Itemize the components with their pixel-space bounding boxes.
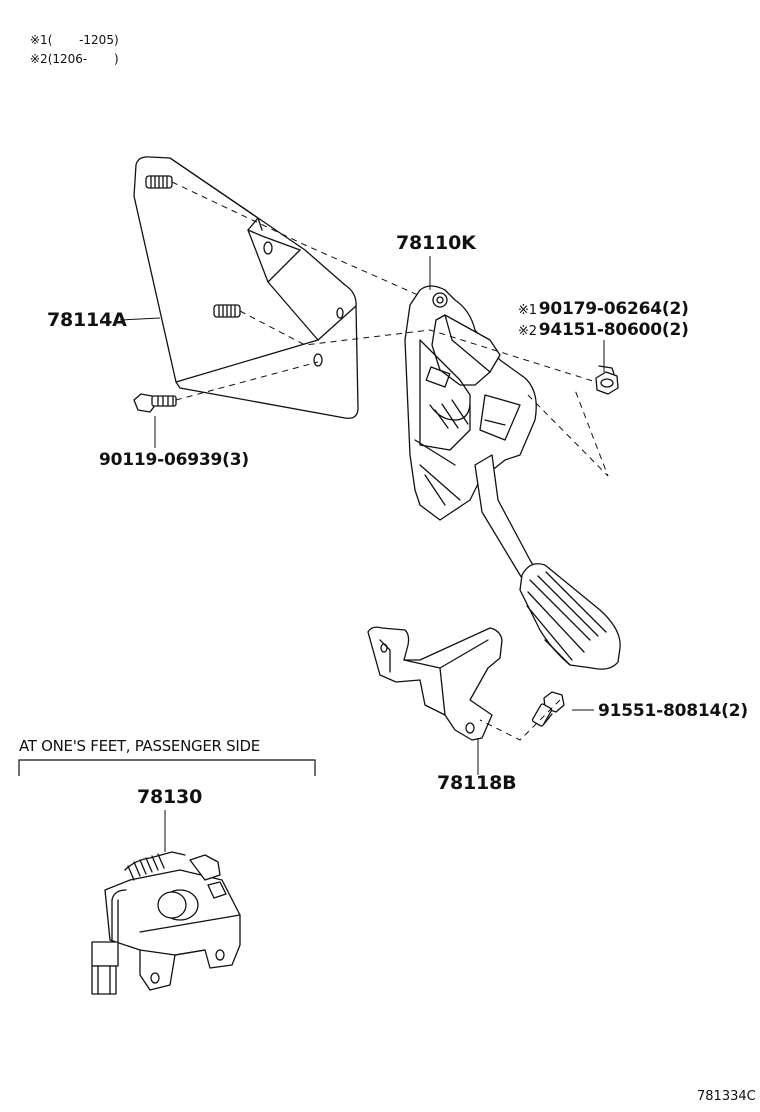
label-support[interactable]: 78118B (437, 772, 517, 794)
label-pedal-assembly[interactable]: 78110K (396, 232, 476, 254)
stud-upper (145, 175, 173, 189)
note-2-text: (1206- ) (47, 52, 119, 66)
bracket-plate (133, 156, 359, 419)
label-nut-2-mark: ※2 (518, 324, 537, 339)
note-2-mark: ※2 (30, 52, 48, 66)
pedal-sensor (91, 851, 241, 995)
label-bracket[interactable]: 78114A (47, 309, 127, 331)
note-2: ※2(1206- ) (30, 52, 119, 66)
section-caption: AT ONE'S FEET, PASSENGER SIDE (19, 737, 260, 755)
bracket-bolt (133, 393, 177, 413)
label-nut-1-mark: ※1 (518, 303, 537, 318)
label-nut-1-code: 90179-06264(2) (538, 299, 689, 319)
label-bracket-bolt[interactable]: 90119-06939(3) (99, 450, 249, 470)
stud-lower (213, 304, 241, 318)
note-1-mark: ※1 (30, 33, 48, 47)
nut (595, 365, 619, 395)
note-1-text: ( -1205) (47, 33, 119, 47)
note-1: ※1( -1205) (30, 33, 119, 47)
label-sensor[interactable]: 78130 (137, 786, 203, 808)
accelerator-pedal (404, 285, 621, 670)
section-bracket (18, 759, 316, 776)
support-bolt (531, 691, 565, 727)
label-nut-2-code: 94151-80600(2) (538, 320, 689, 340)
label-support-bolt[interactable]: 91551-80814(2) (598, 701, 748, 721)
pedal-support (367, 626, 503, 741)
diagram-ref: 781334C (697, 1089, 756, 1104)
